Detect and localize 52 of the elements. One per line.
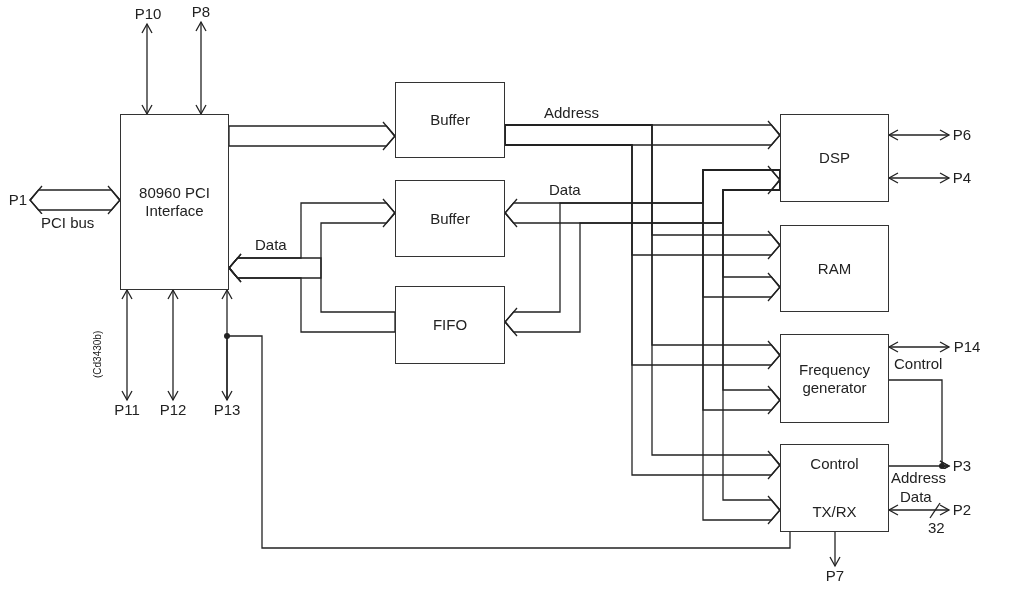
block-box [120,114,229,290]
block-label: DSP [819,149,850,167]
arrow [829,531,841,567]
arrow [221,289,233,401]
edge-label: Control [893,355,944,372]
port-label: P4 [949,168,975,188]
arrow [888,379,950,472]
port-label: P12 [158,400,188,420]
port-label: P14 [949,337,985,357]
block-box [395,180,505,257]
port-label: P7 [822,566,848,586]
bus-arrow [228,253,396,333]
block-label: TX/RX [812,503,857,521]
port-label: P6 [949,125,975,145]
port-label: P8 [188,2,214,22]
connector-line [226,335,791,549]
block-box [780,225,889,312]
bus-arrow [29,185,121,215]
arrow [888,504,950,516]
port-label: P10 [133,4,163,24]
block-label: 80960 PCI Interface [138,184,211,220]
arrow [141,23,153,115]
arrow [888,129,950,141]
edge-label: Address [890,469,948,486]
block-label: Control [810,455,859,473]
edge-label: Address [543,104,601,121]
port-label: P11 [112,400,142,420]
bus-width-label: 32 [928,520,945,537]
block-box [395,82,505,158]
block-label: Buffer [430,209,470,228]
edge-label: PCI bus [40,214,96,231]
arrow [888,341,950,353]
block-label: Frequency generator [798,360,871,397]
port-label: P3 [949,456,975,476]
block-box [780,114,889,202]
port-label: P1 [6,190,30,210]
port-label: P13 [212,400,242,420]
port-label: P2 [949,500,975,520]
arrow [195,21,207,115]
figure-code: (Cd3430b) [92,330,103,378]
block-box [780,334,889,423]
arrow [121,289,133,401]
bus-arrow [702,169,781,525]
block-label: FIFO [432,316,468,334]
bus-arrow [504,165,781,228]
bus-arrow [228,121,396,151]
arrow [167,289,179,401]
block-box [395,286,505,364]
block-box [780,444,889,532]
block-label: RAM [817,259,852,278]
block-label: Buffer [430,111,470,129]
arrow [888,172,950,184]
